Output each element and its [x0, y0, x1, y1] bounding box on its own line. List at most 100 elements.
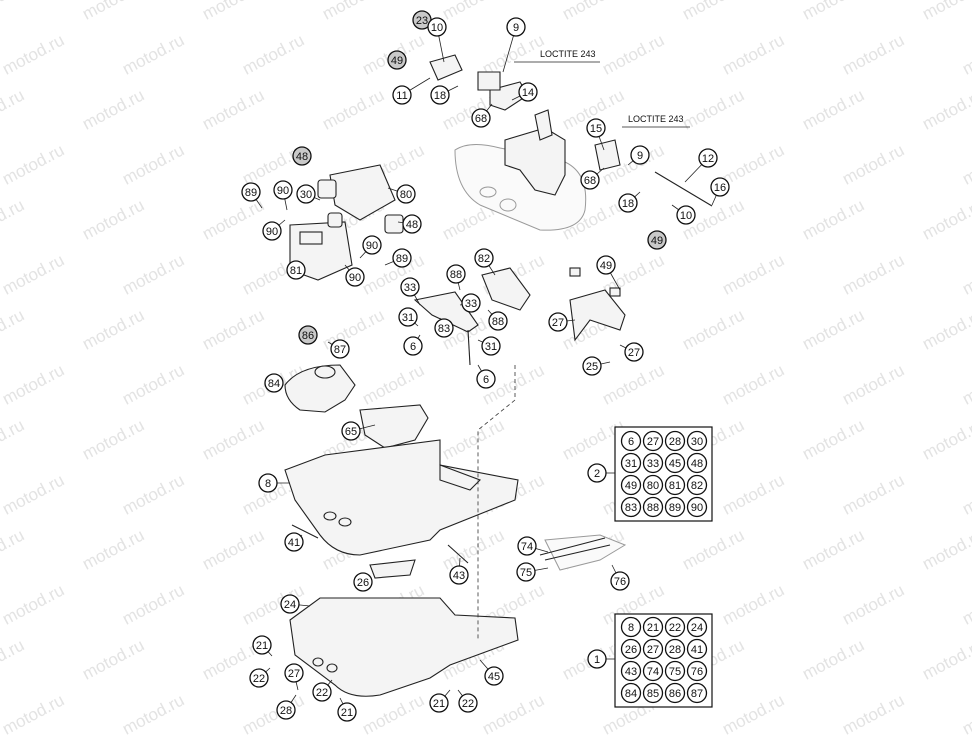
callout-18b: 18 — [618, 193, 638, 213]
svg-text:31: 31 — [402, 312, 414, 324]
kit-part-number: 81 — [664, 474, 686, 496]
callout-16: 16 — [710, 177, 730, 197]
middle-bracket-83 — [413, 291, 479, 366]
svg-text:88: 88 — [492, 316, 504, 328]
callout-90a: 90 — [273, 180, 293, 200]
svg-text:74: 74 — [647, 666, 659, 678]
svg-text:2: 2 — [594, 468, 600, 480]
callout-33b: 33 — [461, 293, 481, 313]
svg-text:27: 27 — [552, 317, 564, 329]
svg-text:24: 24 — [284, 599, 296, 611]
svg-text:80: 80 — [647, 480, 659, 492]
right-bracket-27 — [569, 267, 626, 342]
upper-bracket-assembly — [429, 54, 713, 207]
svg-text:6: 6 — [483, 374, 489, 386]
svg-text:88: 88 — [450, 269, 462, 281]
kit-part-number: 26 — [620, 638, 642, 660]
callout-2: 2 — [587, 463, 607, 483]
callout-10b: 10 — [676, 205, 696, 225]
svg-text:28: 28 — [280, 705, 292, 717]
callout-10a: 10 — [427, 17, 447, 37]
callout-86: 86 — [298, 325, 318, 345]
callout-30: 30 — [296, 184, 316, 204]
callout-15: 15 — [586, 118, 606, 138]
svg-text:12: 12 — [702, 153, 714, 165]
callout-21c: 21 — [429, 693, 449, 713]
kit-part-number: 33 — [642, 452, 664, 474]
kit-part-number: 27 — [642, 638, 664, 660]
callout-25: 25 — [582, 356, 602, 376]
callout-41: 41 — [284, 532, 304, 552]
loctite-label: LOCTITE 243 — [540, 49, 596, 59]
callout-8: 8 — [258, 473, 278, 493]
callout-82: 82 — [474, 248, 494, 268]
callout-33a: 33 — [400, 277, 420, 297]
skid-plate-8 — [284, 439, 519, 556]
svg-text:9: 9 — [513, 22, 519, 34]
svg-text:65: 65 — [345, 426, 357, 438]
svg-text:1: 1 — [594, 654, 600, 666]
svg-text:76: 76 — [691, 666, 703, 678]
svg-text:6: 6 — [628, 436, 634, 448]
callout-12: 12 — [698, 148, 718, 168]
callout-27b: 27 — [624, 342, 644, 362]
svg-text:31: 31 — [485, 341, 497, 353]
kit-part-number: 48 — [686, 452, 708, 474]
callout-65: 65 — [341, 421, 361, 441]
callout-84: 84 — [264, 373, 284, 393]
svg-text:68: 68 — [475, 113, 487, 125]
svg-text:89: 89 — [669, 502, 681, 514]
callout-14: 14 — [518, 82, 538, 102]
svg-text:22: 22 — [462, 698, 474, 710]
svg-text:74: 74 — [521, 541, 533, 553]
svg-text:75: 75 — [669, 666, 681, 678]
kit-part-number: 82 — [686, 474, 708, 496]
svg-text:87: 87 — [334, 344, 346, 356]
callout-89a: 89 — [241, 182, 261, 202]
svg-text:21: 21 — [433, 698, 445, 710]
callout-27a: 27 — [548, 312, 568, 332]
svg-text:30: 30 — [300, 189, 312, 201]
callout-68a: 68 — [471, 108, 491, 128]
svg-text:30: 30 — [691, 436, 703, 448]
svg-text:26: 26 — [357, 577, 369, 589]
callout-89b: 89 — [392, 248, 412, 268]
callout-21a: 21 — [252, 635, 272, 655]
svg-text:49: 49 — [600, 260, 612, 272]
callout-74: 74 — [517, 536, 537, 556]
svg-text:26: 26 — [625, 644, 637, 656]
kit-part-number: 45 — [664, 452, 686, 474]
callout-6a: 6 — [403, 336, 423, 356]
callout-80: 80 — [396, 184, 416, 204]
svg-text:90: 90 — [691, 502, 703, 514]
kit-part-number: 80 — [642, 474, 664, 496]
heat-shield-65 — [359, 404, 429, 449]
loctite-label: LOCTITE 243 — [628, 114, 684, 124]
callout-26: 26 — [353, 572, 373, 592]
svg-text:8: 8 — [628, 622, 634, 634]
kit-part-number: 88 — [642, 496, 664, 518]
svg-text:76: 76 — [614, 576, 626, 588]
kit-part-number: 8 — [620, 616, 642, 638]
svg-text:6: 6 — [410, 341, 416, 353]
kit-part-number: 87 — [686, 682, 708, 704]
svg-text:11: 11 — [396, 90, 407, 102]
callout-9a: 9 — [506, 17, 526, 37]
svg-text:43: 43 — [625, 666, 637, 678]
kit-part-number: 90 — [686, 496, 708, 518]
kit-part-number: 30 — [686, 430, 708, 452]
kit-part-number: 76 — [686, 660, 708, 682]
callout-9b: 9 — [630, 145, 650, 165]
pad-26 — [369, 559, 416, 579]
callout-68b: 68 — [580, 170, 600, 190]
callout-88b: 88 — [488, 311, 508, 331]
svg-text:80: 80 — [400, 189, 412, 201]
callout-48b: 48 — [402, 214, 422, 234]
kit-part-number: 74 — [642, 660, 664, 682]
callout-76: 76 — [610, 571, 630, 591]
kit-part-number: 83 — [620, 496, 642, 518]
callout-22b: 22 — [312, 682, 332, 702]
svg-text:15: 15 — [590, 123, 602, 135]
svg-text:68: 68 — [584, 175, 596, 187]
